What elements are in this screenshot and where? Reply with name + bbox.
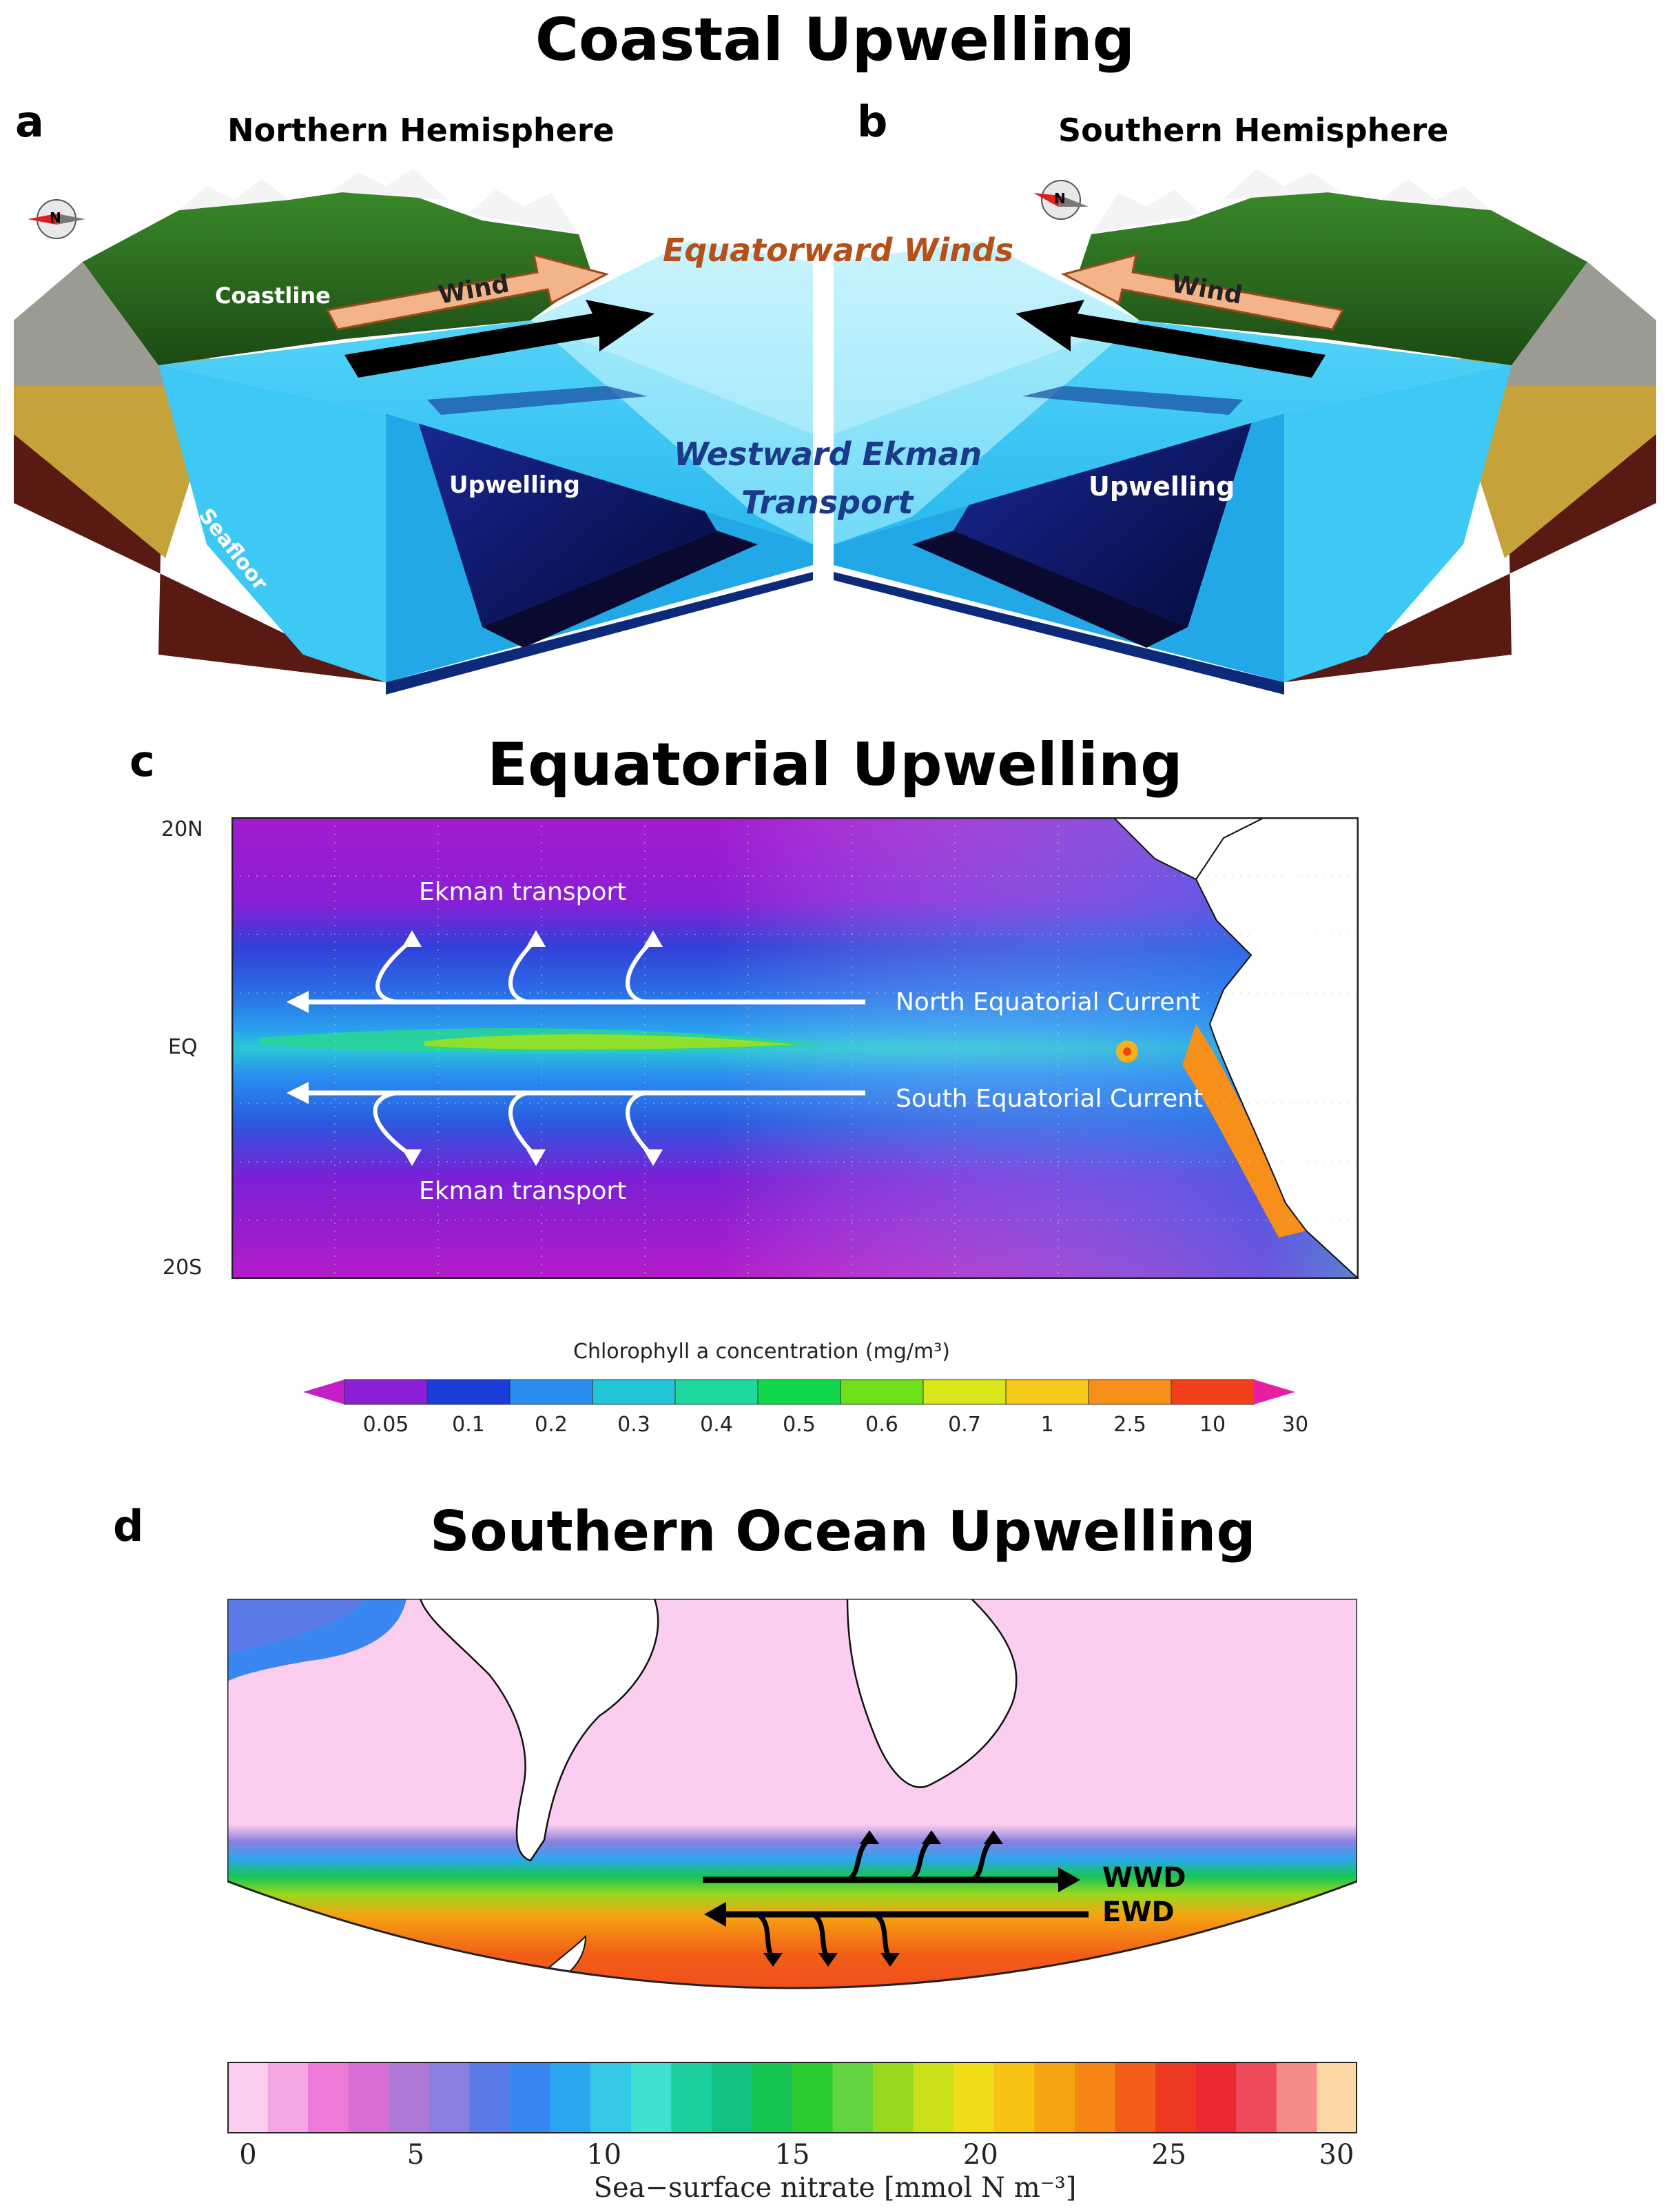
panel-d-title: Southern Ocean Upwelling [430, 1499, 1256, 1564]
panel-a-compass-icon [28, 199, 85, 239]
panel-a-letter: a [15, 96, 44, 147]
equatorial-chlorophyll-map [231, 817, 1359, 1279]
nitrate-colorbar-segment [792, 2062, 834, 2133]
nitrate-colorbar-tick-label: 5 [406, 2139, 425, 2171]
ekman-transport-top-label: Ekman transport [419, 878, 627, 906]
panel-b-upwelling-label: Upwelling [1089, 471, 1235, 502]
colorbar-segment [344, 1379, 428, 1405]
colorbar-tick-label: 0.1 [452, 1413, 485, 1437]
nitrate-colorbar-tick-label: 20 [962, 2139, 998, 2171]
south-equatorial-current-label: South Equatorial Current [896, 1085, 1204, 1113]
southern-ocean-nitrate-map [227, 1599, 1357, 1989]
nitrate-colorbar-segment [1195, 2062, 1237, 2133]
nitrate-colorbar-segment [510, 2062, 551, 2133]
wwd-label: WWD [1102, 1862, 1186, 1894]
panel-a-hemisphere-title: Northern Hemisphere [227, 112, 615, 149]
chlorophyll-colorbar [303, 1379, 1295, 1405]
panel-a-diagram [14, 169, 813, 695]
lat-tick-eq: EQ [168, 1035, 198, 1059]
colorbar-segment [757, 1379, 841, 1405]
lat-tick-20n: 20N [161, 817, 203, 841]
chlorophyll-colorbar-ticks: 0.05 0.1 0.2 0.3 0.4 0.5 0.6 0.7 1 2.5 10 30 [303, 1413, 1309, 1440]
nitrate-colorbar-tick-label: 10 [586, 2139, 622, 2171]
nitrate-colorbar-segment [469, 2062, 511, 2133]
colorbar-tick-label: 0.4 [700, 1413, 733, 1437]
nitrate-colorbar-tick-label: 0 [239, 2139, 257, 2171]
panel-b-compass-icon [1033, 180, 1089, 220]
nitrate-colorbar-segment [832, 2062, 874, 2133]
nitrate-colorbar-segment [267, 2062, 309, 2133]
colorbar-segment [1171, 1379, 1255, 1405]
colorbar-segment [1005, 1379, 1089, 1405]
nitrate-colorbar-segment [227, 2062, 269, 2133]
colorbar-segment [922, 1379, 1007, 1405]
coastal-upwelling-diagram [14, 169, 1656, 695]
nitrate-colorbar-segment [993, 2062, 1035, 2133]
nitrate-colorbar-segment [873, 2062, 914, 2133]
equatorward-winds-label: Equatorward Winds [663, 232, 1014, 269]
nitrate-colorbar-tick-label: 30 [1319, 2139, 1354, 2171]
nitrate-colorbar-segment [671, 2062, 712, 2133]
nitrate-colorbar-tick-label: 25 [1151, 2139, 1187, 2171]
nitrate-colorbar-segment [389, 2062, 430, 2133]
colorbar-segment [509, 1379, 593, 1405]
nitrate-colorbar-segment [1115, 2062, 1156, 2133]
panel-a-coastline-label: Coastline [215, 283, 331, 309]
nitrate-colorbar-segment [429, 2062, 470, 2133]
colorbar-tick-label: 0.05 [362, 1413, 409, 1437]
nitrate-colorbar-segment [752, 2062, 793, 2133]
nitrate-colorbar-segment [590, 2062, 632, 2133]
colorbar-tick-label: 1 [1040, 1413, 1054, 1437]
nitrate-colorbar-segment [630, 2062, 672, 2133]
chlorophyll-colorbar-title: Chlorophyll a concentration (mg/m³) [573, 1340, 950, 1364]
ewd-label: EWD [1102, 1896, 1175, 1928]
colorbar-segment [840, 1379, 924, 1405]
panel-b-letter: b [857, 96, 888, 147]
colorbar-tick-label: 10 [1199, 1413, 1226, 1437]
north-equatorial-current-label: North Equatorial Current [896, 988, 1201, 1016]
colorbar-tick-label: 0.6 [865, 1413, 898, 1437]
nitrate-colorbar-segment [1075, 2062, 1116, 2133]
colorbar-segment [426, 1379, 511, 1405]
colorbar-tick-label: 2.5 [1113, 1413, 1146, 1437]
panel-c-letter: c [130, 736, 155, 786]
nitrate-colorbar-segment [348, 2062, 389, 2133]
colorbar-extend-right [1254, 1380, 1295, 1404]
panel-a-upwelling-label: Upwelling [449, 471, 580, 499]
colorbar-tick-label: 0.5 [783, 1413, 816, 1437]
nitrate-colorbar-segment [550, 2062, 591, 2133]
westward-ekman-label-line1: Westward Ekman [674, 436, 982, 473]
nitrate-colorbar [227, 2062, 1357, 2133]
nitrate-colorbar-segment [953, 2062, 995, 2133]
panel-c-title: Equatorial Upwelling [487, 730, 1183, 799]
nitrate-colorbar-segment [1155, 2062, 1197, 2133]
nitrate-colorbar-title: Sea−surface nitrate [mmol N m⁻³] [593, 2172, 1077, 2204]
nitrate-colorbar-ticks: 0 5 10 15 20 25 30 [227, 2139, 1357, 2171]
main-title: Coastal Upwelling [535, 6, 1135, 74]
colorbar-tick-label: 0.7 [948, 1413, 981, 1437]
panel-b-hemisphere-title: Southern Hemisphere [1058, 112, 1449, 149]
nitrate-colorbar-segment [711, 2062, 752, 2133]
nitrate-colorbar-segment [1317, 2062, 1357, 2133]
panel-b-diagram [834, 169, 1656, 695]
nitrate-colorbar-tick-label: 15 [774, 2139, 810, 2171]
nitrate-colorbar-segment [1276, 2062, 1317, 2133]
ekman-transport-bottom-label: Ekman transport [419, 1177, 627, 1205]
colorbar-segment [592, 1379, 676, 1405]
westward-ekman-label-line2: Transport [741, 484, 914, 521]
colorbar-tick-label: 0.3 [617, 1413, 650, 1437]
lat-tick-20s: 20S [163, 1256, 203, 1280]
nitrate-colorbar-segment [1236, 2062, 1277, 2133]
colorbar-tick-label: 30 [1281, 1413, 1309, 1437]
colorbar-segment [1088, 1379, 1172, 1405]
colorbar-tick-label: 0.2 [535, 1413, 568, 1437]
nitrate-colorbar-segment [913, 2062, 954, 2133]
nitrate-colorbar-segment [1034, 2062, 1075, 2133]
panel-a-compass-label: N [50, 209, 61, 226]
panel-d-letter: d [113, 1501, 144, 1551]
panel-b-compass-label: N [1054, 190, 1066, 207]
colorbar-segment [674, 1379, 759, 1405]
colorbar-extend-left [303, 1380, 344, 1404]
nitrate-colorbar-segment [308, 2062, 349, 2133]
